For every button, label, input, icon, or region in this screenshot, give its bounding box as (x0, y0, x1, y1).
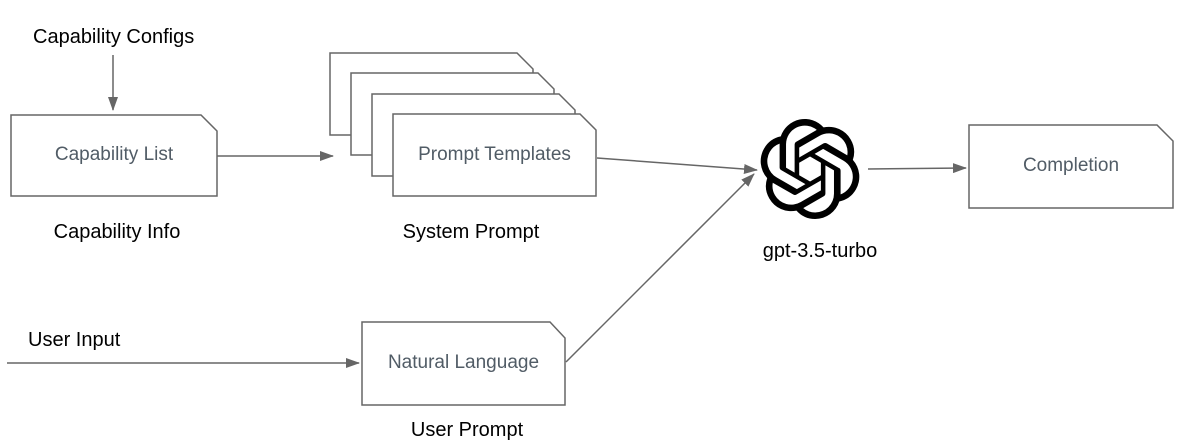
completion-shape (968, 124, 1174, 209)
edge-model-to-completion (867, 163, 967, 174)
system-prompt-label: System Prompt (402, 221, 540, 243)
edge-prompt-templates-to-model (596, 157, 758, 175)
capability-configs-label: Capability Configs (33, 26, 195, 48)
capability-info-label: Capability Info (53, 221, 181, 243)
capability-list-shape (10, 114, 218, 197)
user-prompt-label: User Prompt (410, 419, 524, 441)
prompt-templates-card-1 (392, 113, 597, 197)
edge-natural-language-to-model (565, 173, 755, 363)
model-name-label: gpt-3.5-turbo (762, 240, 878, 262)
openai-logo-icon (760, 119, 860, 220)
natural-language-shape (361, 321, 566, 406)
user-input-label: User Input (28, 329, 121, 351)
